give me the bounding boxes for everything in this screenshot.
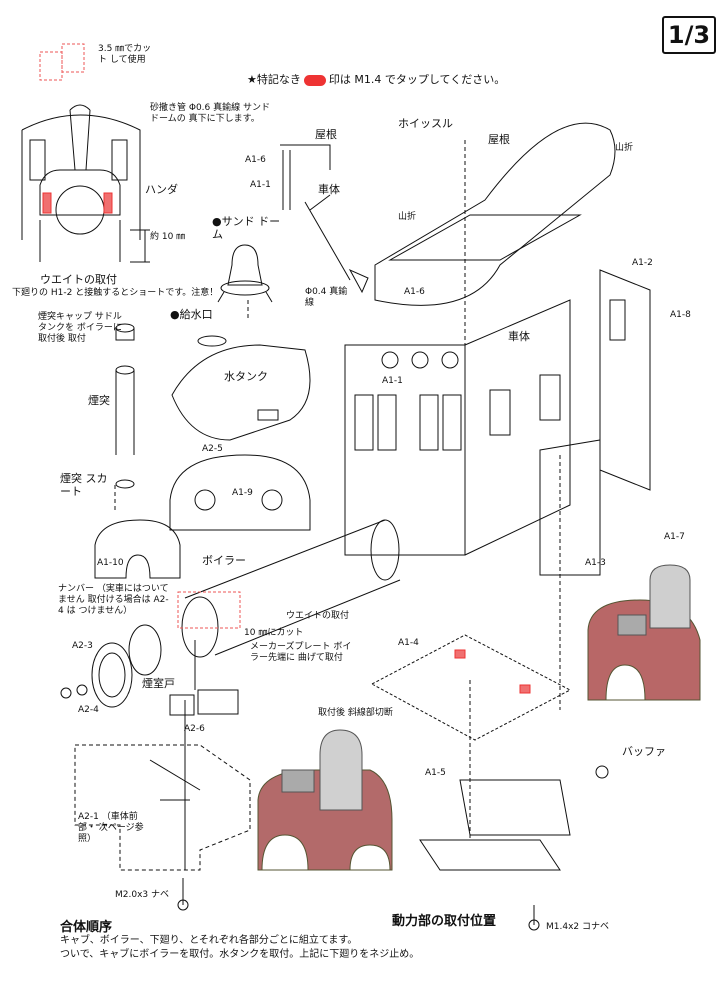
part-a26: [169, 694, 195, 716]
weight-mount-label: ウエイトの取付: [40, 273, 117, 286]
whistle-label: ホイッスル: [398, 117, 453, 130]
assembly-line-2: ついで、キャブにボイラーを取付。水タンクを取付。上記に下廻りをネジ止め。: [60, 949, 420, 960]
side-a12: [599, 269, 651, 491]
roof-section-detail: [280, 144, 351, 281]
approx-10mm-label: 約 10 ㎜: [150, 232, 186, 242]
roof-detail-a11: A1-1: [250, 180, 271, 190]
note-top-suffix: 印は M1.4 でタップしてください。: [328, 73, 506, 86]
mountain-fold-label: 山折: [615, 143, 634, 153]
roof-detail-roof: 屋根: [315, 128, 337, 141]
chimney-skirt-label: 煙突 スカート: [60, 472, 108, 498]
a110-label: A1-10: [97, 558, 124, 568]
buffer-part: [595, 765, 609, 779]
a12-label: A1-2: [632, 258, 653, 268]
cab-front-detail: [21, 43, 150, 263]
a24-label: A2-4: [78, 705, 99, 715]
red-dot-icon: [303, 74, 326, 86]
m14-screw-label: M1.4x2 コナベ: [546, 922, 609, 932]
sand-dome-part: [217, 244, 273, 303]
roof-part: [374, 122, 616, 306]
locomotive-photo-right: [587, 564, 701, 701]
plate-a14: [370, 634, 572, 741]
sand-pipe-note: 砂撒き管 Φ0.6 真鍮線 サンドドームの 真下に下します。: [150, 103, 270, 124]
boiler-part: [177, 519, 401, 658]
roof-detail-body: 車体: [318, 183, 340, 196]
sand-dome-label: ●サンド ドーム: [212, 215, 281, 241]
m20-screw-label: M2.0x3 ナベ: [115, 890, 169, 900]
roof-label: 屋根: [488, 133, 510, 146]
saddle-a19: [169, 454, 311, 531]
a18-label: A1-8: [670, 310, 691, 320]
a15-label: A1-5: [425, 768, 446, 778]
mountain-fold-label-2: 山折: [398, 212, 417, 222]
cut-note: 3.5 ㎜でカット して使用: [98, 44, 152, 65]
a23-label: A2-3: [72, 641, 93, 651]
cut-10mm-label: 10 ㎜にカット: [244, 628, 304, 638]
a16-label: A1-6: [404, 287, 425, 297]
a13-label: A1-3: [585, 558, 606, 568]
assembly-instructions: キャブ、ボイラー、下廻り、とそれぞれ各部分ごとに組立てます。 ついで、キャブにボ…: [60, 934, 419, 962]
smokebox-door-label: 煙室戸: [142, 677, 175, 690]
page-number: 1/3: [662, 16, 716, 54]
a21-label: A2-1 （車体前部・ 次ページ参照）: [78, 812, 144, 844]
boiler-label: ボイラー: [202, 554, 246, 567]
weight-mount-label-2: ウエイトの取付: [286, 611, 350, 621]
note-top-prefix: ★特記なき: [247, 73, 301, 86]
assembly-title: 合体順序: [60, 920, 113, 935]
weight-warning: 下廻りの H1-2 と接触するとショートです。注意！: [12, 288, 219, 298]
locomotive-photo-bottom: [257, 729, 393, 871]
chimney-part: [115, 323, 135, 489]
a14-label: A1-4: [398, 638, 419, 648]
smokebox-door-part: [60, 624, 162, 708]
a25-label: A2-5: [202, 444, 223, 454]
body-label: 車体: [508, 330, 530, 343]
frame-a21: [74, 744, 251, 871]
a17-label: A1-7: [664, 532, 685, 542]
assembly-line-1: キャブ、ボイラー、下廻り、とそれぞれ各部分ごとに組立てます。: [60, 935, 358, 946]
maker-plate-label: メーカーズプレート ボイラー先端に 曲げて取付: [250, 642, 352, 663]
water-tank-label: 水タンク: [224, 370, 268, 383]
chassis-a15: [419, 839, 561, 871]
buffer-label: バッファ: [622, 745, 666, 758]
roof-detail-a16: A1-6: [245, 155, 266, 165]
a19-label: A1-9: [232, 488, 253, 498]
after-mount-label: 取付後 斜線部切断: [318, 708, 393, 718]
part-a110: [94, 519, 181, 579]
number-plate-note: ナンバー （実車にはついてません 取付ける場合は A2-4 は つけません）: [58, 584, 169, 616]
water-inlet-part: [197, 335, 227, 347]
a26-label: A2-6: [184, 724, 205, 734]
note-top: ★特記なき 印は M1.4 でタップしてください。: [247, 73, 505, 86]
water-inlet-label: ●給水口: [170, 308, 213, 321]
a11-label: A1-1: [382, 376, 403, 386]
water-tank-part: [171, 344, 311, 441]
cab-body: [344, 299, 601, 576]
chimney-label: 煙突: [88, 394, 110, 407]
photo-caption: 動力部の取付位置: [392, 914, 497, 929]
phi04-wire-label: Φ0.4 真鍮線: [305, 287, 348, 308]
chimney-cap-label: 煙突キャップ サドルタンクを ボイラーに取付後 取付: [38, 312, 122, 344]
solder-label: ハンダ: [145, 183, 178, 196]
